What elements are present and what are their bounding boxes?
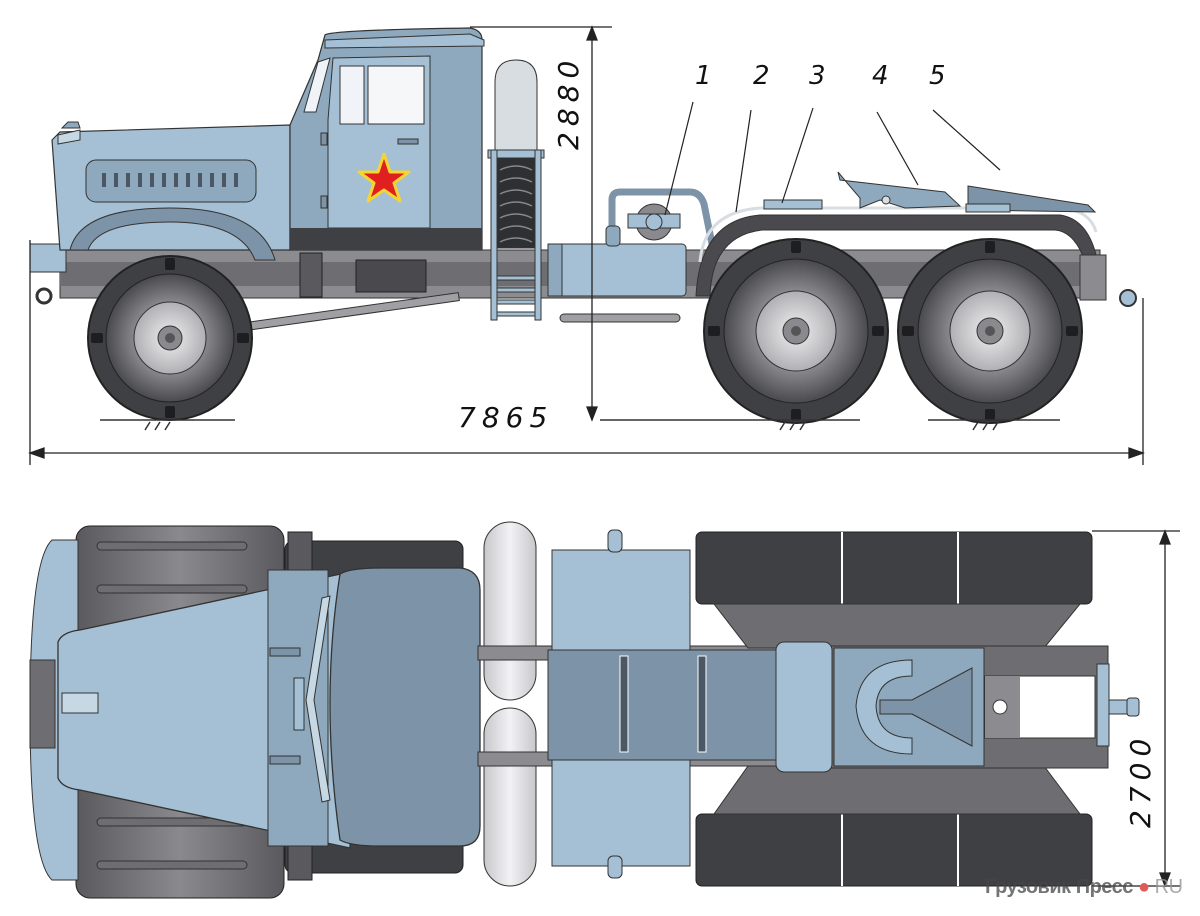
door-hinge-upper [320,132,328,146]
windshield [303,57,331,113]
spare-wheel-carrier [608,188,716,245]
air-filter-cap [494,59,538,151]
top-mascot [61,692,99,714]
side-view: 2880 7865 1 2 3 4 5 [28,25,1145,465]
top-fifth-wheel-plate [855,659,913,755]
width-dimension-label: 2700 [1124,733,1157,828]
door-window [367,65,425,125]
tire-treads [91,241,1078,421]
ground-lines [100,419,1060,431]
tool-box [355,259,427,293]
top-spare-tire-lower [483,707,537,887]
top-rear-tires-left [695,531,1093,605]
callout-leaders [664,101,1001,216]
callout-5: 5 [929,61,946,91]
hood-mascot [60,121,81,129]
top-rear-coupler [1096,663,1110,747]
top-windshield [305,595,331,803]
corrugated-pipe [494,157,538,249]
rear-bumper [1079,254,1107,301]
platform-plate [763,199,823,210]
height-dimension-label: 2880 [552,55,585,150]
top-axle-housing-right [713,765,1081,815]
watermark-suffix: RU [1154,876,1183,898]
front-fender [69,207,276,261]
top-crossmember [775,641,833,773]
top-tank-carrier [547,649,779,761]
door-handle [397,138,419,145]
vent-window [339,65,365,125]
top-view: 2700 [29,521,1180,899]
cab-base [290,228,482,250]
front-wheel [87,255,253,421]
top-axle-housing-left [712,603,1082,649]
middle-wheel [703,238,889,424]
fuel-tank [547,243,687,297]
width-dimension-lines [1092,529,1180,888]
top-spare-tire-upper [483,521,537,701]
callout-3: 3 [809,61,826,91]
callout-4: 4 [872,61,889,91]
top-cab-roof [329,567,481,847]
top-kingpin-slot [879,667,973,747]
door-hinge-lower [320,195,328,209]
dimension-lines [28,25,1145,465]
watermark-dot: ● [1137,876,1150,898]
cab-visor [324,33,485,49]
rear-wheel [897,238,1083,424]
watermark-text: Грузовик Пресс [985,876,1133,898]
hood-louvers [102,173,238,187]
rear-tow-hook [1119,289,1137,307]
step-rail-left [490,149,498,321]
step-rail-right [534,149,542,321]
callout-1: 1 [695,61,712,91]
fifth-wheel-coupling [837,171,962,209]
front-tow-hook [35,287,53,305]
callout-2: 2 [753,61,770,91]
publisher-watermark: Грузовик Пресс ● RU [985,876,1183,899]
length-dimension-label: 7865 [458,401,553,434]
hood-side-panel [85,159,257,203]
red-star-emblem [357,152,411,203]
